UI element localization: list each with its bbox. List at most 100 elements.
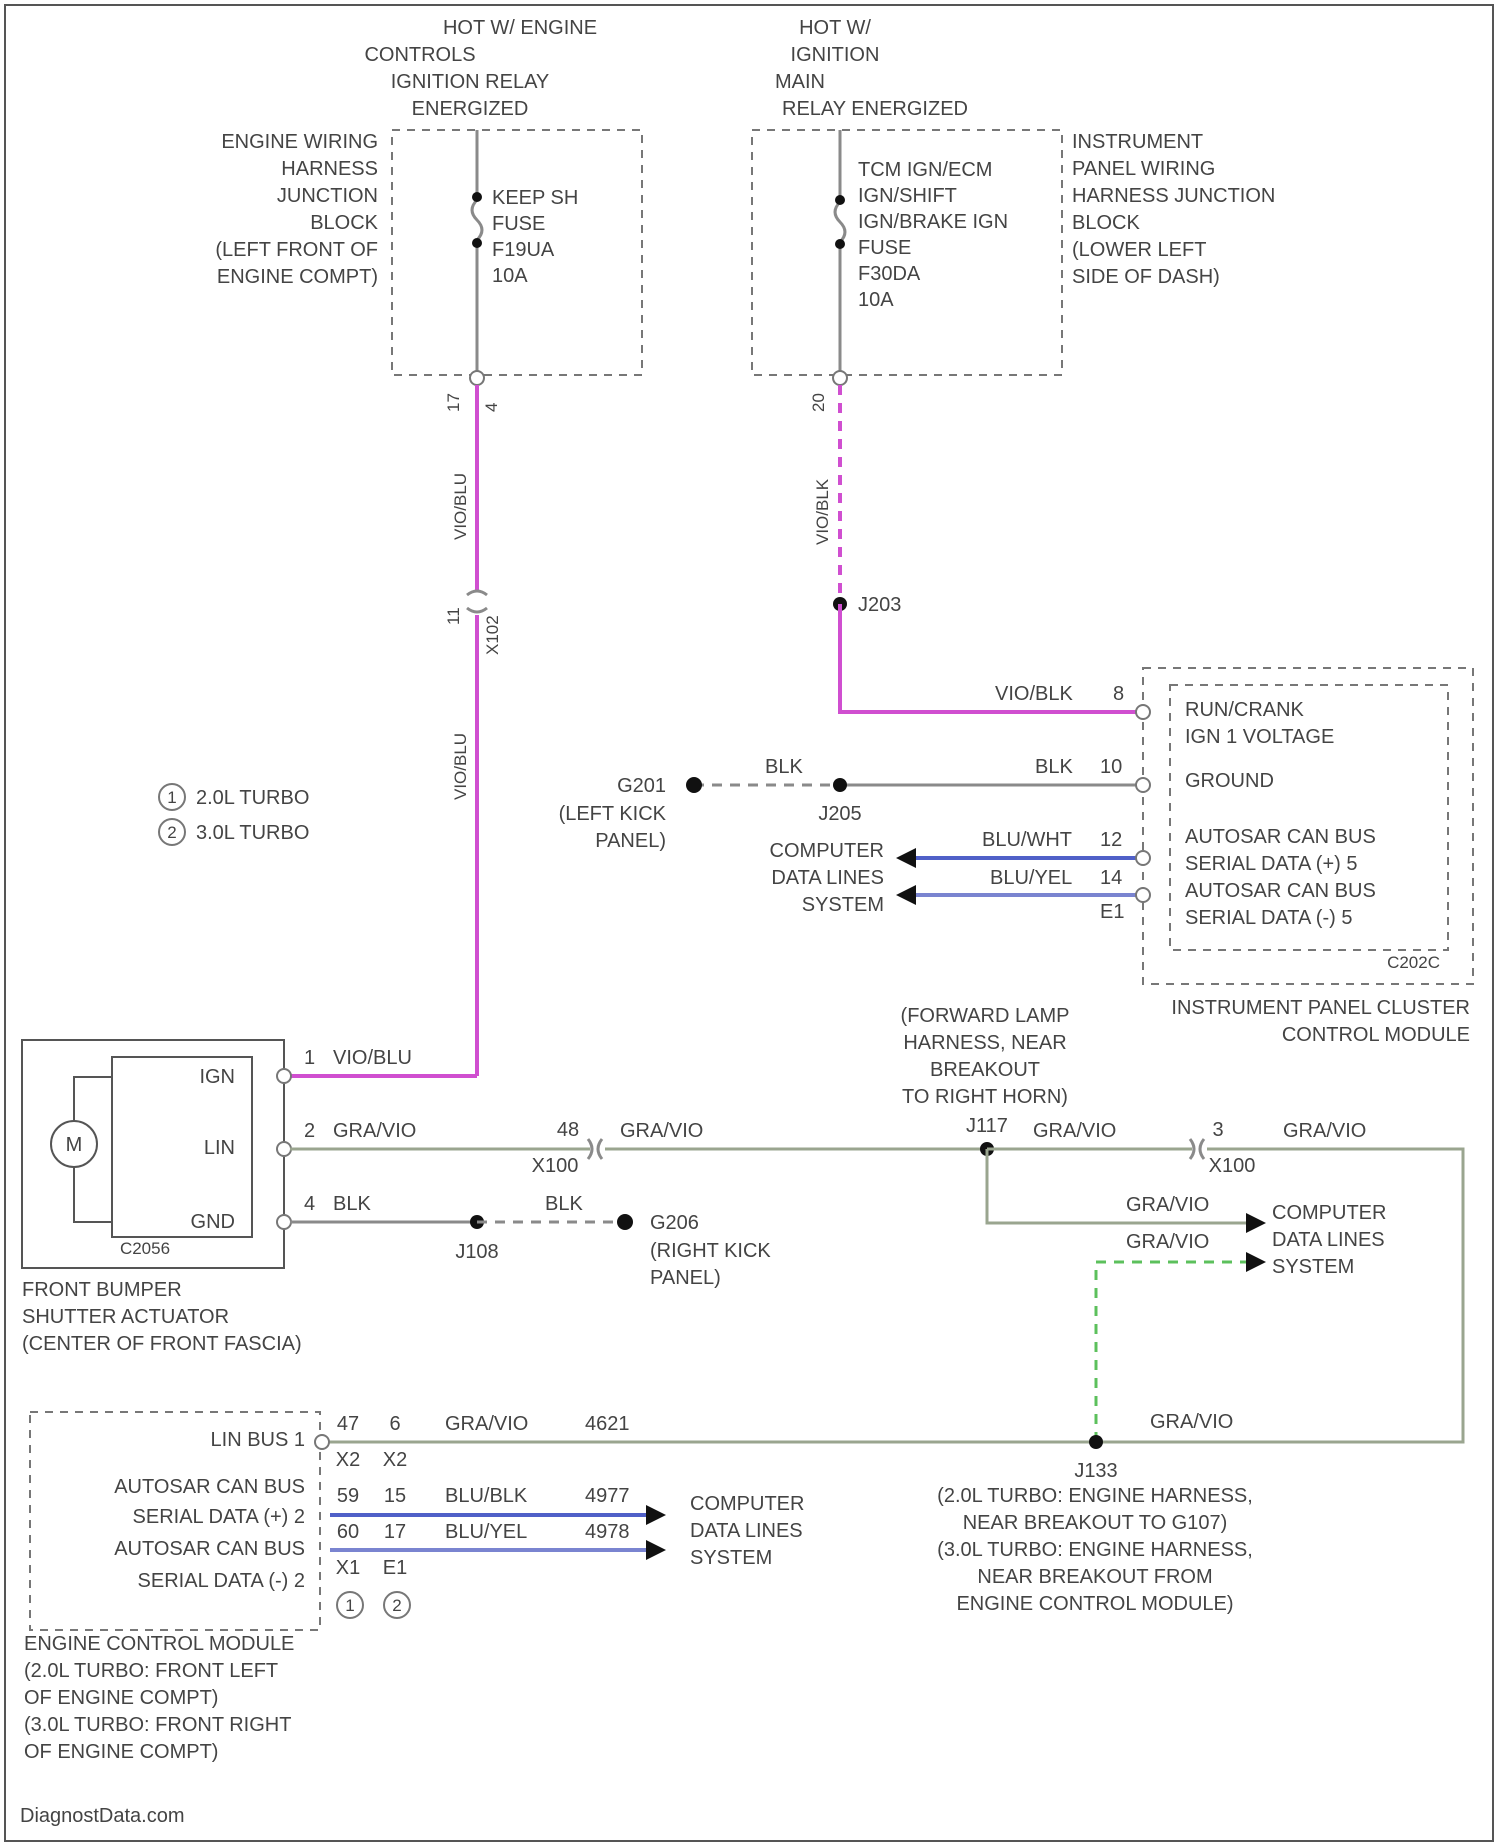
connector-pin (833, 371, 847, 385)
legend-marker-number: 1 (167, 788, 176, 807)
ground-location: (LEFT KICK (559, 803, 667, 825)
splice-label: J108 (455, 1241, 498, 1263)
data-line-arrow (1246, 1252, 1266, 1272)
label-line: (2.0L TURBO: ENGINE HARNESS, (937, 1485, 1253, 1507)
ip-fuse-label: TCM IGN/ECM IGN/SHIFT IGN/BRAKE IGN FUSE… (858, 159, 1008, 311)
splice-j133 (1089, 1435, 1103, 1449)
splice-label: J117 (966, 1115, 1008, 1137)
label-line: HARNESS, NEAR (903, 1032, 1066, 1054)
pin-number: 48 (557, 1119, 579, 1141)
label-line: RELAY ENERGIZED (782, 98, 968, 120)
ground-id: G206 (650, 1212, 699, 1234)
circuit-number: 4621 (585, 1413, 630, 1435)
label-line: DATA LINES (690, 1520, 803, 1542)
pin-number: 1 (304, 1047, 315, 1069)
legend: 1 2.0L TURBO 2 3.0L TURBO (159, 784, 309, 845)
label-line: DATA LINES (771, 867, 884, 889)
actuator-label: FRONT BUMPER SHUTTER ACTUATOR (CENTER OF… (22, 1279, 302, 1355)
label-line: COMPUTER (690, 1493, 804, 1515)
wire-color-label: VIO/BLU (451, 733, 470, 800)
label-line: HOT W/ (799, 17, 871, 39)
ground-location: (RIGHT KICK (650, 1240, 771, 1262)
pin-number: 4 (482, 403, 501, 412)
pin-number: 20 (809, 393, 828, 412)
label-line: TO RIGHT HORN) (902, 1086, 1068, 1108)
pin-number: 14 (1100, 867, 1122, 889)
wire-color-label: VIO/BLK (995, 683, 1073, 705)
label-line: FUSE (492, 213, 545, 235)
label-line: HARNESS (281, 158, 378, 180)
label-line: SYSTEM (1272, 1256, 1354, 1278)
engine-fuse-icon (472, 200, 482, 240)
j117-location-label: (FORWARD LAMP HARNESS, NEAR BREAKOUT TO … (901, 1005, 1070, 1108)
actuator-terminal: LIN (204, 1137, 235, 1159)
pin-number: 8 (1113, 683, 1124, 705)
label-line: SYSTEM (802, 894, 884, 916)
pin-number: 11 (444, 607, 463, 625)
label-line: ENGINE COMPT) (217, 266, 378, 288)
pin-number: 3 (1212, 1119, 1223, 1141)
label-line: IGNITION RELAY (391, 71, 550, 93)
label-line: IGNITION (791, 44, 880, 66)
label-line: INSTRUMENT (1072, 131, 1203, 153)
pin-function: LIN BUS 1 (211, 1429, 305, 1451)
ecm-label: ENGINE CONTROL MODULE (2.0L TURBO: FRONT… (24, 1633, 294, 1763)
legend-label: 3.0L TURBO (196, 822, 309, 844)
circuit-number: 4978 (585, 1521, 630, 1543)
label-line: HARNESS JUNCTION (1072, 185, 1275, 207)
label-line: SHUTTER ACTUATOR (22, 1306, 229, 1328)
pin-function: GROUND (1185, 770, 1274, 792)
pin-function: SERIAL DATA (+) 5 (1185, 853, 1357, 875)
ip-junction-block-label: INSTRUMENT PANEL WIRING HARNESS JUNCTION… (1072, 131, 1275, 288)
footer-watermark: DiagnostData.com (20, 1805, 185, 1827)
label-line: (3.0L TURBO: FRONT RIGHT (24, 1714, 291, 1736)
label-line: COMPUTER (770, 840, 884, 862)
ecm-functions: LIN BUS 1 AUTOSAR CAN BUS SERIAL DATA (+… (114, 1429, 305, 1592)
data-line-arrow (896, 848, 916, 868)
wire-color-label: BLK (1035, 756, 1073, 778)
wire-color-label: GRA/VIO (445, 1413, 528, 1435)
label-line: BLOCK (310, 212, 378, 234)
label-line: JUNCTION (277, 185, 378, 207)
label-line: KEEP SH (492, 187, 578, 209)
label-line: F30DA (858, 263, 921, 285)
label-line: ENGINE CONTROL MODULE (24, 1633, 294, 1655)
connector-pin (1136, 888, 1150, 902)
run-relay-label: HOT W/ IGNITION MAIN RELAY ENERGIZED (775, 17, 968, 120)
connector-id: X102 (483, 615, 502, 655)
connector-pin (277, 1215, 291, 1229)
label-line: 10A (492, 265, 528, 287)
label-line: BREAKOUT (930, 1059, 1040, 1081)
pin-number: 6 (389, 1413, 400, 1435)
wire-color-label: GRA/VIO (333, 1120, 416, 1142)
ip-fuse-icon (835, 202, 845, 242)
pin-number: 15 (384, 1485, 406, 1507)
label-line: SIDE OF DASH) (1072, 266, 1220, 288)
wire-color-label: GRA/VIO (1033, 1120, 1116, 1142)
pin-function: RUN/CRANK (1185, 699, 1305, 721)
ground-g206 (617, 1214, 633, 1230)
computer-data-lines-ipc: COMPUTER DATA LINES SYSTEM (770, 840, 884, 916)
pin-function: SERIAL DATA (+) 2 (133, 1506, 305, 1528)
connector-id: X100 (532, 1155, 579, 1177)
splice-j205 (833, 778, 847, 792)
splice-label: J205 (818, 803, 861, 825)
wire-color-label: BLK (333, 1193, 371, 1215)
label-line: (LOWER LEFT (1072, 239, 1206, 261)
label-line: SYSTEM (690, 1547, 772, 1569)
inline-connector-x100 (598, 1139, 602, 1159)
pin-number: 60 (337, 1521, 359, 1543)
motor-lead (74, 1167, 112, 1222)
computer-data-lines-ecm: COMPUTER DATA LINES SYSTEM (690, 1493, 804, 1569)
label-line: (2.0L TURBO: FRONT LEFT (24, 1660, 278, 1682)
connector-id: C202C (1387, 953, 1440, 972)
label-line: HOT W/ ENGINE (443, 17, 597, 39)
label-line: MAIN (775, 71, 825, 93)
actuator-outline (22, 1040, 284, 1268)
label-line: PANEL WIRING (1072, 158, 1215, 180)
ground-location: PANEL) (595, 830, 666, 852)
wire-color-label: BLK (545, 1193, 583, 1215)
pin-function: SERIAL DATA (-) 2 (138, 1570, 305, 1592)
data-line-arrow (646, 1505, 666, 1525)
label-line: 10A (858, 289, 894, 311)
